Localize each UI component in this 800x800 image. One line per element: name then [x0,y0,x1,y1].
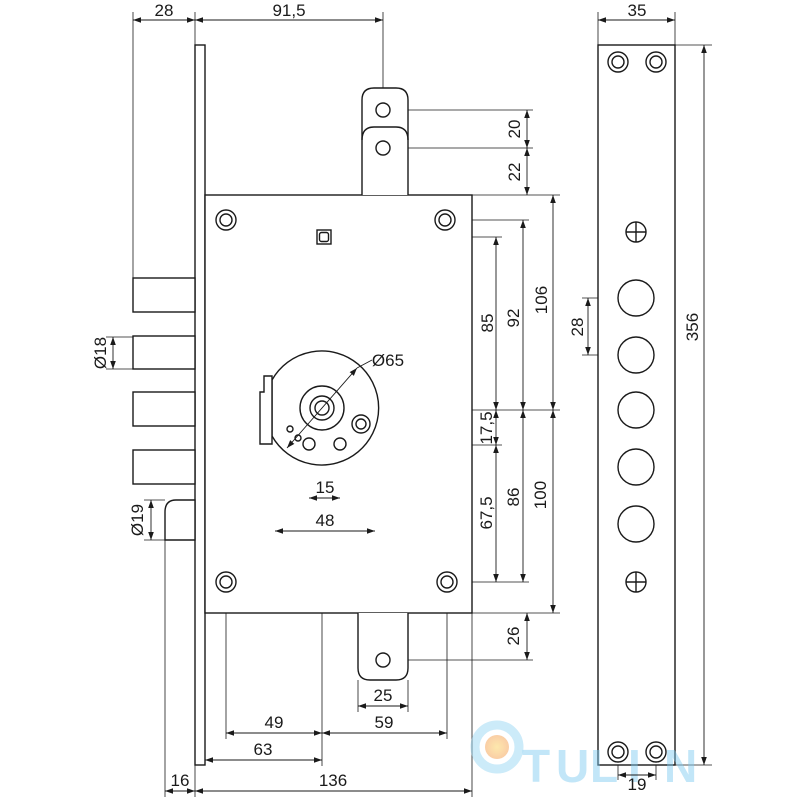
logo-ring [470,720,524,774]
dim-label: 100 [531,481,550,509]
strip-screw-cross-top [625,221,647,243]
strip-hole-top-left [607,51,629,73]
dimension-cylinder-to-cam-holes: 17,5 [477,410,499,445]
spindle-square [316,229,332,245]
dim-label: 35 [628,1,647,20]
dim-label: 26 [504,627,523,646]
deadbolt-2 [132,335,196,370]
dimension-bolt-projection: 28 [133,1,195,23]
dimension-latch-diameter: Ø19 [128,500,154,540]
strip-hole-bottom-right [645,741,667,763]
dim-label: 22 [505,163,524,182]
case-screw-hole-top-right [434,209,456,231]
dimension-cam-holes-spacing: 15 [309,478,340,501]
faceplate [194,44,206,766]
dim-label: Ø65 [372,351,404,370]
cam-hole-right [333,437,347,451]
case-screw-hole-bottom-right [436,571,458,593]
dimension-cam-holes-to-screw: 67,5 [477,445,499,582]
dimension-spindle-to-cylinder: 85 [478,237,499,410]
dimension-cylinder-to-case-bottom: 100 [531,410,556,613]
dim-label: 356 [683,313,702,341]
dimension-top-latch-offset: 91,5 [195,1,383,23]
dimension-top-tab-hole-spacing: 20 [505,110,530,148]
dim-label: 59 [375,713,394,732]
dim-label: 106 [532,286,551,314]
dimension-case-width: 136 [195,771,472,794]
dimension-faceplate-offset: 16 [165,771,195,794]
dim-label: 63 [254,740,273,759]
dim-label: 85 [478,314,497,333]
dim-label: 86 [504,488,523,507]
logo-text: TULIN [522,740,697,792]
logo-core [485,735,509,759]
lock-body [132,44,473,766]
dimension-backset: 63 [205,740,322,763]
strip-bolt-hole-2 [617,336,655,374]
dimension-strip-bottom-hole-spacing: 19 [618,772,656,794]
dim-label: 17,5 [477,411,496,444]
dimension-top-tab-to-case: 22 [505,148,530,195]
dimension-strip-length: 356 [683,45,707,765]
dimensions: 28 91,5 35 20 22 85 92 106 [91,1,707,794]
strip-bolt-hole-1 [617,279,655,317]
dim-label: 15 [316,478,335,497]
dim-label: 92 [504,309,523,328]
strip-bolt-hole-3 [617,391,655,429]
strip-bolt-hole-4 [617,448,655,486]
dimension-cylinder-to-bottom-screw: 86 [504,410,526,582]
dim-label: 49 [265,713,284,732]
strike-strip [597,44,676,766]
bottom-tab-hole [375,652,391,668]
dim-label: 91,5 [272,1,305,20]
strip-hole-bottom-left [607,741,629,763]
dim-label: 16 [171,771,190,790]
dim-label: 28 [568,318,587,337]
dimension-strip-hole-spacing: 28 [568,298,591,355]
dimension-bottom-tab-width: 25 [358,686,408,709]
strip-hole-top-right [645,51,667,73]
dimension-left-screw-offset: 49 [226,713,322,736]
dim-label: 48 [316,511,335,530]
case-screw-hole-top-left [215,209,237,231]
deadbolt-3 [132,391,196,427]
dim-label: 28 [155,1,174,20]
strip-bolt-hole-5 [617,505,655,543]
dim-label: 25 [374,686,393,705]
dimension-bottom-tab-offset: 26 [504,613,530,660]
top-tab-hole-upper [375,102,391,118]
dim-label: 19 [628,775,647,794]
pin-hole [286,425,294,433]
dim-label: 20 [505,120,524,139]
dim-label: 136 [319,771,347,790]
top-latch-tab-edge [361,126,409,141]
cam-hole-left [302,437,316,451]
dimension-rosette-diameter: Ø65 [286,351,404,449]
latch-bolt [164,499,196,541]
rosette-screw-hole [351,414,371,434]
dim-label: Ø18 [91,337,110,369]
dimension-case-top-to-cylinder: 106 [532,195,556,410]
dimension-screw-to-cylinder: 92 [504,220,526,410]
deadbolt-4 [132,449,196,485]
dim-label: 67,5 [477,496,496,529]
dimension-right-screw-offset: 59 [322,713,447,736]
dimension-strip-width: 35 [598,1,675,23]
dimension-cylinder-width: 48 [275,511,375,534]
case-screw-hole-bottom-left [215,571,237,593]
dimension-bolt-diameter: Ø18 [91,337,116,369]
bottom-latch-tab [357,613,409,681]
dim-label: Ø19 [128,504,147,536]
rosette-lug [259,375,273,445]
strip-screw-cross-bottom [625,571,647,593]
deadbolt-1 [132,277,196,313]
top-tab-hole-lower [375,140,391,156]
